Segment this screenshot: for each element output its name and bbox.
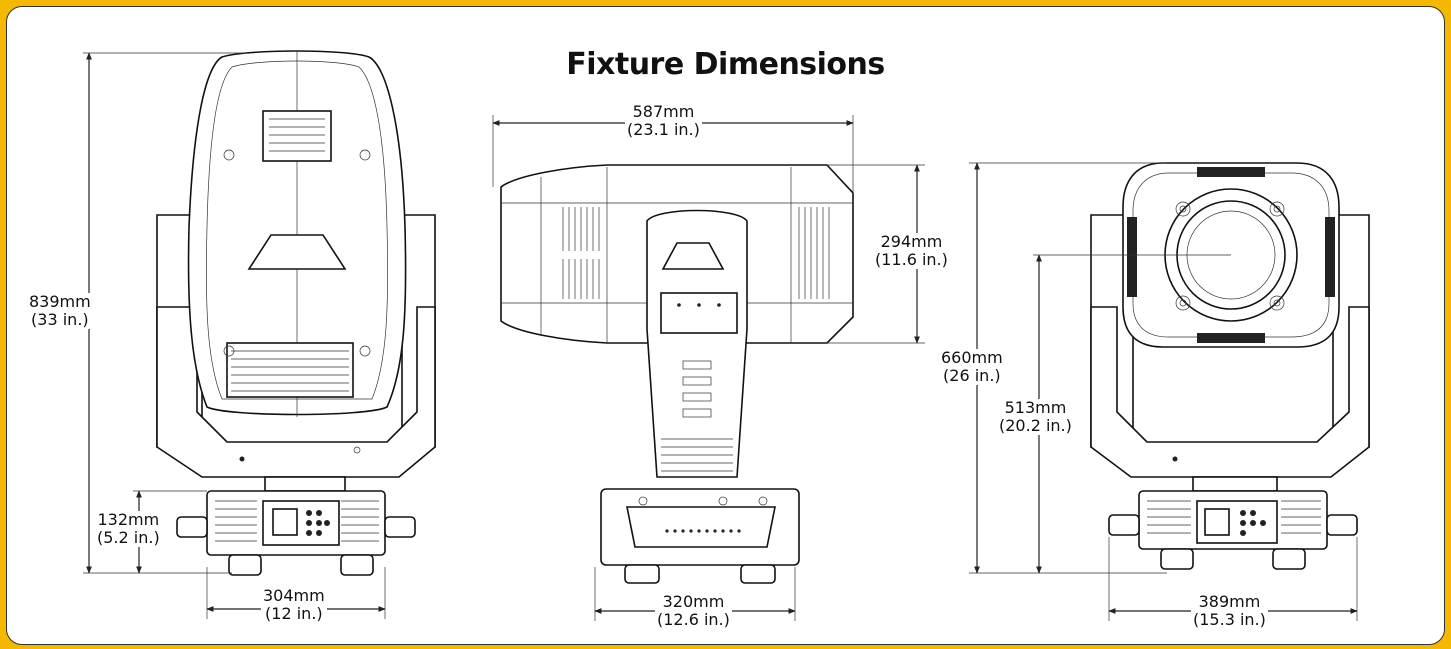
rear-axis-height-label: 513mm (20.2 in.) xyxy=(997,399,1074,435)
fixture-drawings xyxy=(83,50,1370,621)
base-height-label: 132mm (5.2 in.) xyxy=(95,511,162,547)
front-base-width-label: 304mm (12 in.) xyxy=(261,587,327,623)
front-height-label: 839mm (33 in.) xyxy=(27,293,93,329)
rear-axis-height-mm: 513mm xyxy=(1004,398,1067,417)
side-head-height-in: (11.6 in.) xyxy=(875,250,948,269)
rear-width-label: 389mm (15.3 in.) xyxy=(1191,593,1268,629)
rear-height-label: 660mm (26 in.) xyxy=(939,349,1005,385)
front-base-width-in: (12 in.) xyxy=(265,604,323,623)
side-head-width-mm: 587mm xyxy=(632,102,695,121)
diagram-title: Fixture Dimensions xyxy=(566,47,885,82)
base-height-mm: 132mm xyxy=(97,510,160,529)
rear-width-mm: 389mm xyxy=(1198,592,1261,611)
diagram-frame: Fixture Dimensions 839mm (33 in.) 132mm … xyxy=(6,6,1445,645)
front-base-width-mm: 304mm xyxy=(263,586,325,605)
rear-view-drawing xyxy=(1090,162,1370,570)
side-head-height-mm: 294mm xyxy=(880,232,943,251)
base-height-in: (5.2 in.) xyxy=(97,528,160,547)
side-view-drawing xyxy=(500,164,854,584)
side-head-height-label: 294mm (11.6 in.) xyxy=(873,233,950,269)
side-base-width-mm: 320mm xyxy=(662,592,725,611)
rear-height-in: (26 in.) xyxy=(943,366,1001,385)
rear-height-mm: 660mm xyxy=(941,348,1003,367)
rear-width-in: (15.3 in.) xyxy=(1193,610,1266,629)
side-base-width-in: (12.6 in.) xyxy=(657,610,730,629)
front-height-mm: 839mm xyxy=(29,292,91,311)
side-head-width-label: 587mm (23.1 in.) xyxy=(625,103,702,139)
rear-axis-height-in: (20.2 in.) xyxy=(999,416,1072,435)
front-view-drawing xyxy=(156,50,436,576)
front-height-in: (33 in.) xyxy=(31,310,89,329)
side-head-width-in: (23.1 in.) xyxy=(627,120,700,139)
side-base-width-label: 320mm (12.6 in.) xyxy=(655,593,732,629)
